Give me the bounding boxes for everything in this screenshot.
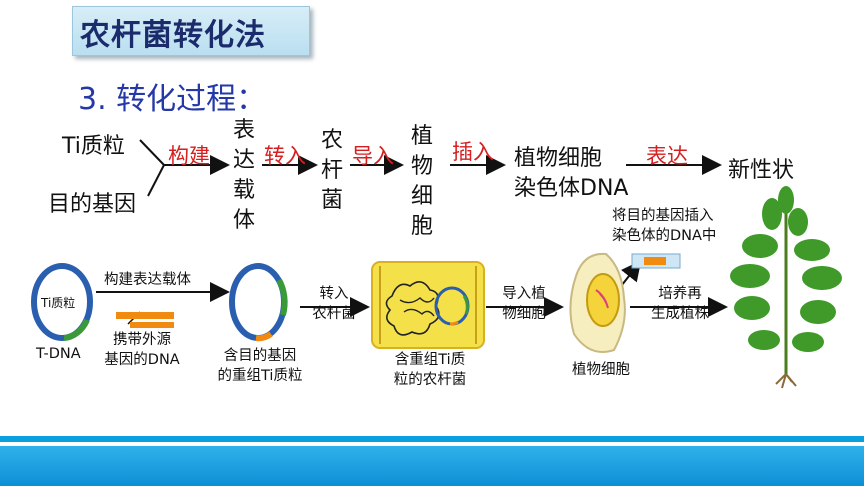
plant-illustration [730, 186, 842, 389]
node-chromosome-line1: 植物细胞 [514, 146, 603, 171]
step-transfer-label: 转入 [264, 144, 306, 168]
construct-vector-label: 构建表达载体 [104, 272, 191, 288]
tdna-label: T-DNA [36, 346, 81, 362]
node-expression-vector: 表达载体 [232, 118, 255, 233]
step-insert-label: 插入 [452, 140, 494, 164]
step-construct-label: 构建 [168, 144, 210, 168]
agrobacterium-label: 含重组Ti质 粒的农杆菌 [393, 352, 467, 388]
import-plant-cell-label: 导入植 物细胞 [502, 286, 546, 322]
merge-line-top [139, 139, 165, 166]
gene-fragment-label: 携带外源 基因的DNA [104, 332, 180, 368]
insert-note-line1: 将目的基因插入 [612, 208, 714, 224]
gene-fragment-illustration [116, 312, 174, 328]
step-import-label: 导入 [352, 144, 394, 168]
recombinant-plasmid-illustration [229, 263, 288, 342]
merge-line-bottom [147, 164, 165, 197]
step-express-label: 表达 [646, 144, 688, 168]
plant-cell-label: 植物细胞 [572, 362, 630, 378]
plant-cell-illustration [569, 252, 626, 353]
node-chromosome-line2: 染色体DNA [514, 176, 629, 201]
node-new-trait: 新性状 [728, 158, 795, 183]
plasmid-center-label: Ti质粒 [41, 296, 76, 310]
recombinant-plasmid-label: 含目的基因 的重组Ti质粒 [217, 348, 303, 384]
section-heading: 3. 转化过程： [78, 82, 267, 117]
chromosome-insert-illustration [631, 253, 681, 269]
node-plant-cell: 植物细胞 [410, 124, 433, 239]
insert-note-line2: 染色体的DNA中 [612, 228, 717, 244]
title-box [72, 6, 310, 56]
transfer-agrobacterium-label: 转入 农杆菌 [312, 286, 356, 322]
footer-band [0, 446, 864, 486]
regenerate-plant-label: 培养再 生成植株 [651, 286, 709, 322]
flow-target-gene: 目的基因 [48, 192, 137, 217]
flow-ti-plasmid: Ti质粒 [62, 134, 125, 159]
footer-band-thin [0, 436, 864, 442]
node-agrobacterium: 农杆菌 [320, 128, 343, 213]
agrobacterium-illustration [371, 261, 485, 349]
ti-plasmid-illustration [31, 263, 93, 341]
page-title: 农杆菌转化法 [80, 18, 266, 53]
